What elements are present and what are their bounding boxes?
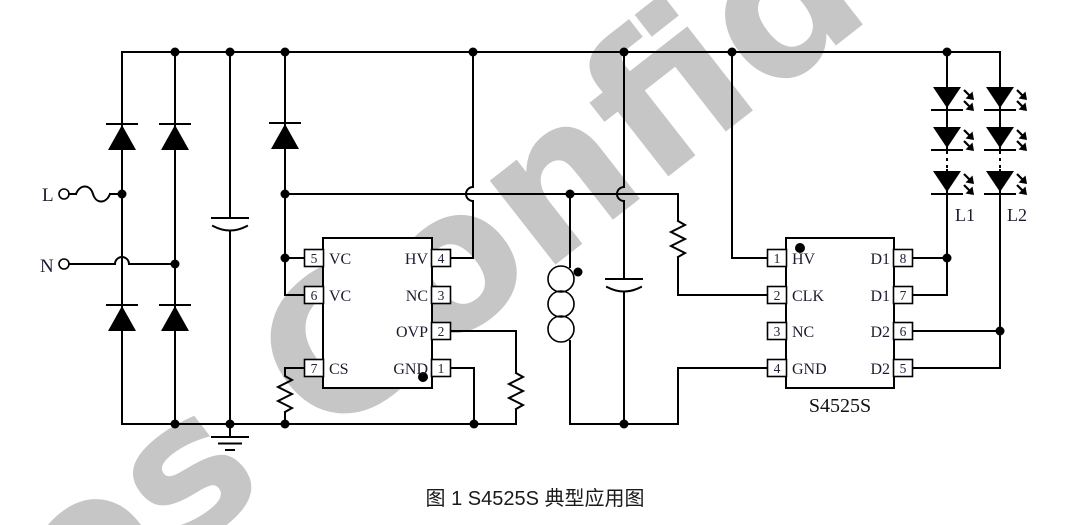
led-string-2-label: L2 [1007, 205, 1027, 225]
neutral-terminal: N [40, 256, 176, 277]
pin-number: 4 [774, 361, 781, 376]
driver-hv-riser [731, 51, 768, 259]
pin-label: VC [329, 251, 351, 268]
coil-turn-icon [547, 290, 575, 318]
pin-number: 5 [900, 361, 907, 376]
led-icon [983, 125, 1029, 153]
led-icon [930, 85, 976, 113]
bridge-diode-icon [159, 123, 191, 151]
pin-label: CS [329, 361, 349, 378]
pin-number: 1 [438, 361, 445, 376]
pin-number: 2 [438, 324, 445, 339]
pin-label: D2 [870, 361, 890, 378]
terminal-circle-icon [58, 258, 70, 270]
pin-number: 6 [311, 288, 318, 303]
coil-turn-icon [547, 315, 575, 343]
pin-label: GND [792, 361, 827, 378]
pin1-marker-icon [795, 243, 805, 253]
pin-label: D2 [870, 324, 890, 341]
phase-dot-icon [573, 267, 583, 277]
junction-dots [117, 47, 1005, 429]
bridge-diode-icon [159, 304, 191, 332]
pin1-marker-icon [418, 372, 428, 382]
led-icon [930, 125, 976, 153]
pin-number: 7 [900, 288, 907, 303]
output-inductor [547, 193, 583, 425]
secondary-bottom-rail [569, 367, 768, 425]
controller-ic: 5 VC 6 VC 7 CS 4 HV 3 NC 2 OVP 1 GND [284, 237, 452, 389]
pin-label: CLK [792, 288, 824, 305]
coil-turn-icon [547, 265, 575, 293]
figure-caption: 图 1 S4525S 典型应用图 [426, 487, 645, 510]
pin-label: D1 [870, 251, 890, 268]
pin-label: GND [393, 361, 428, 378]
pin-number: 7 [311, 361, 318, 376]
fuse-icon [74, 185, 112, 203]
pin-label: HV [405, 251, 429, 268]
live-terminal: L [42, 185, 123, 206]
led-icon [983, 85, 1029, 113]
pin-number: 3 [774, 324, 781, 339]
output-capacitor [605, 51, 643, 425]
pin-number: 4 [438, 251, 445, 266]
pin-number: 6 [900, 324, 907, 339]
pin-label: NC [792, 324, 814, 341]
terminal-circle-icon [58, 188, 70, 200]
pin-label: HV [792, 251, 816, 268]
diode-icon [269, 122, 301, 150]
ic-part-number: S4525S [809, 395, 871, 417]
pin-label: OVP [396, 324, 428, 341]
capacitor-icon [605, 278, 643, 293]
led-string-1-label: L1 [955, 205, 975, 225]
pin-number: 2 [774, 288, 781, 303]
pin-number: 3 [438, 288, 445, 303]
bulk-capacitor [211, 51, 249, 425]
rectifier-diode-branch [269, 51, 679, 296]
wire-hop-icon [68, 256, 176, 265]
ovp-resistor [450, 330, 524, 425]
led-icon [983, 169, 1029, 197]
neutral-terminal-label: N [40, 256, 54, 277]
pin-number: 5 [311, 251, 318, 266]
pin-label: D1 [870, 288, 890, 305]
clk-resistor [670, 193, 768, 296]
led-driver-ic: S4525S 1 HV 2 CLK 3 NC 4 GND 8 D1 7 D1 6… [766, 237, 914, 417]
pin-number: 8 [900, 251, 907, 266]
controller-gnd-wire [450, 367, 475, 425]
pin-number: 1 [774, 251, 781, 266]
controller-hv-riser [450, 51, 474, 259]
bridge-diode-icon [106, 304, 138, 332]
pin-label: NC [406, 288, 428, 305]
bridge-diode-icon [106, 123, 138, 151]
pin-label: VC [329, 288, 351, 305]
capacitor-icon [211, 217, 249, 232]
led-icon [930, 169, 976, 197]
live-terminal-label: L [42, 185, 54, 206]
bridge-rectifier [106, 51, 191, 425]
resistor-icon [508, 372, 524, 410]
led-string-1: L1 [912, 51, 976, 296]
